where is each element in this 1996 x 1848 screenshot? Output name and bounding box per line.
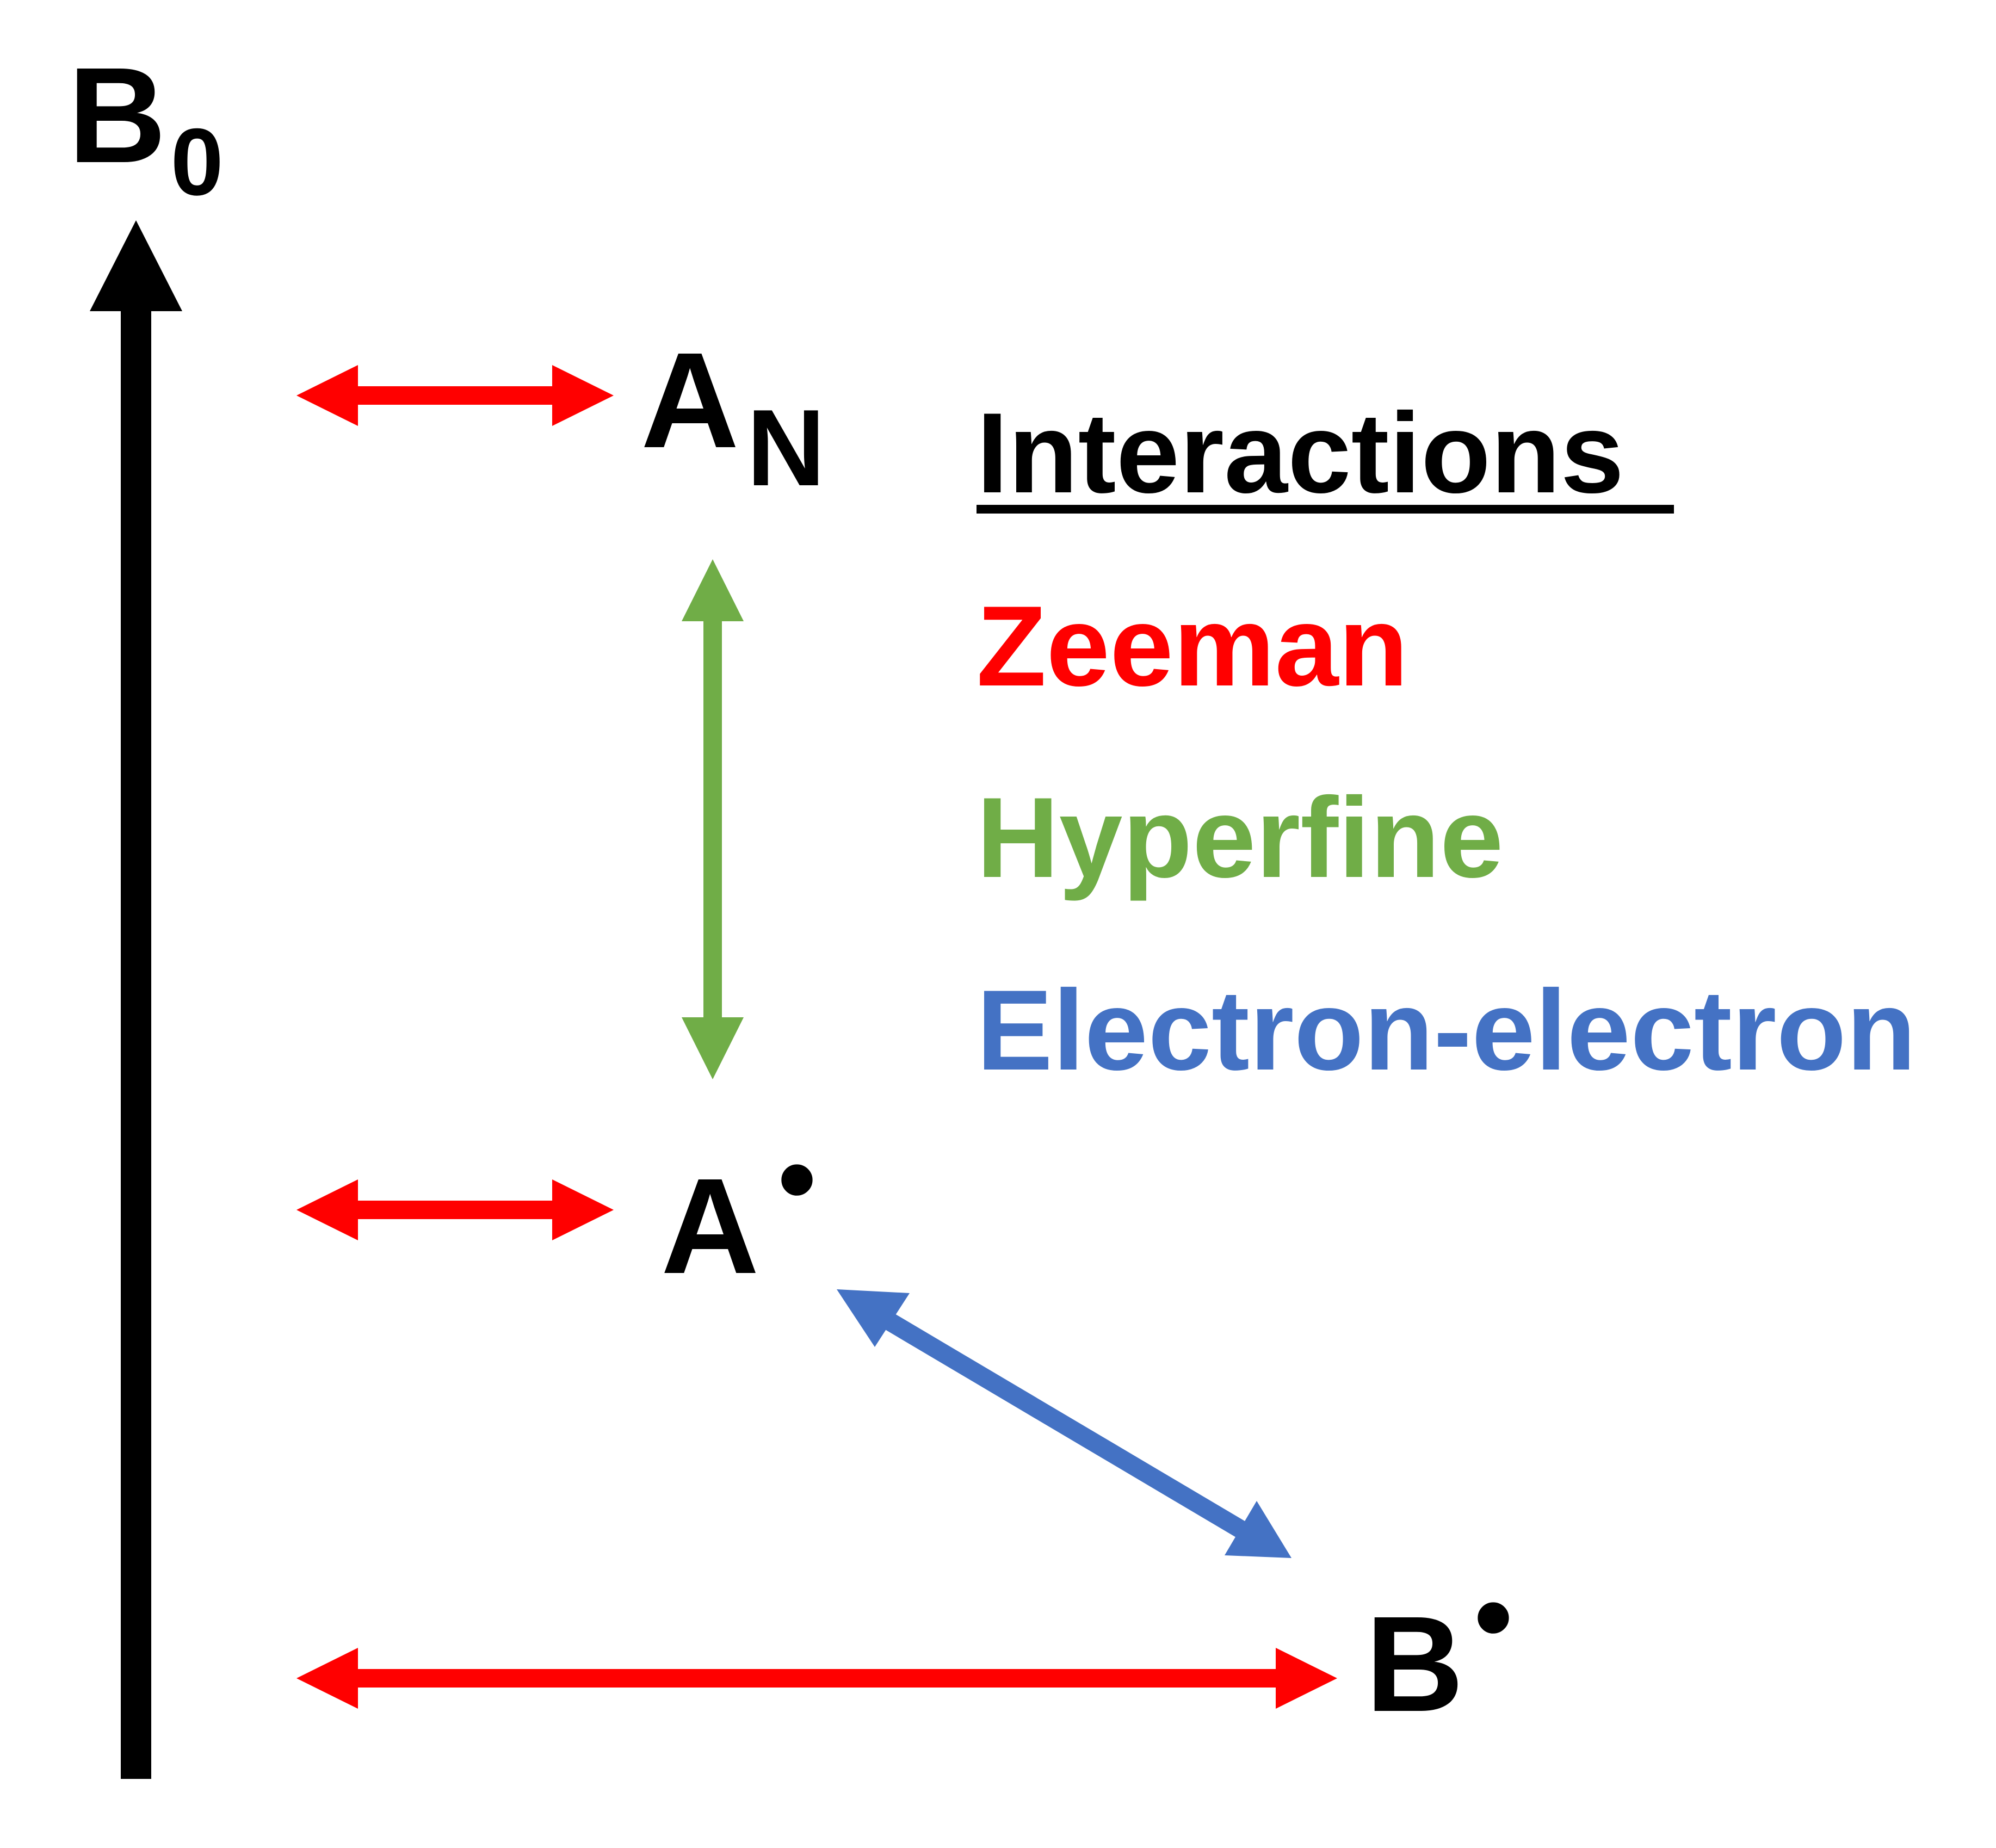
nucleus-subscript: N — [747, 387, 825, 509]
field-subscript: 0 — [171, 109, 224, 215]
legend-item-zeeman: Zeeman — [977, 582, 1408, 710]
zeeman-arrow-radical-a — [296, 1179, 614, 1240]
field-symbol: B — [68, 39, 166, 191]
legend-heading-underline — [977, 505, 1674, 514]
radical-b-symbol: B — [1365, 1588, 1464, 1740]
zeeman-arrow-radical-b — [296, 1648, 1337, 1709]
legend-item-hyperfine: Hyperfine — [977, 774, 1504, 901]
zeeman-arrow-nucleus — [296, 365, 614, 426]
field-arrow — [90, 220, 182, 1779]
legend-heading: Interactions — [977, 389, 1624, 517]
field-arrow-head — [90, 220, 182, 311]
electron-electron-arrow — [837, 1289, 1291, 1558]
radical-b-mark: • — [1474, 1556, 1512, 1677]
radical-a-mark: • — [778, 1118, 816, 1239]
radical-a-symbol: A — [661, 1150, 759, 1302]
hyperfine-arrow — [682, 559, 744, 1079]
legend: Interactions Zeeman Hyperfine Electron-e… — [977, 389, 1916, 1094]
nucleus-label: AN — [641, 324, 825, 509]
legend-item-electron-electron: Electron-electron — [977, 966, 1916, 1094]
field-arrow-shaft — [121, 305, 151, 1779]
nucleus-symbol: A — [641, 324, 739, 476]
field-label: B0 — [68, 39, 224, 215]
